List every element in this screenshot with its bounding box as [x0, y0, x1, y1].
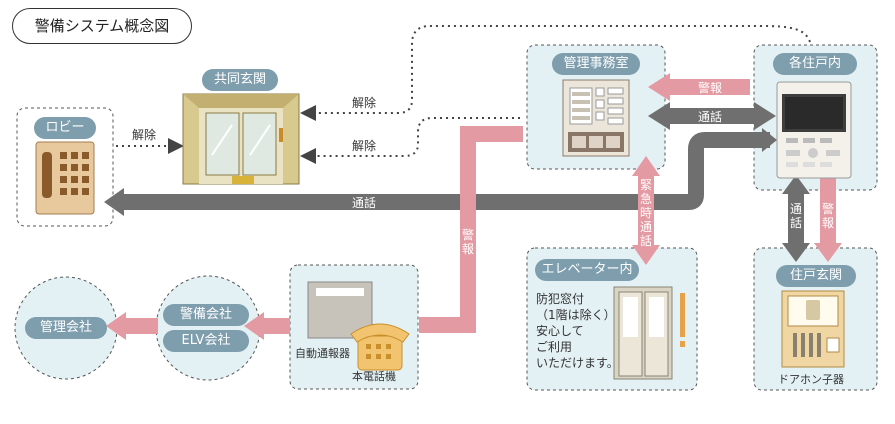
call-office-text: 通話	[698, 110, 723, 124]
unit-monitor-illustration	[776, 81, 852, 179]
release-top-text: 解除	[352, 96, 377, 110]
elevator-note-1: 防犯窓付	[536, 292, 585, 306]
release-bottom-text: 解除	[352, 139, 377, 153]
door-phone-illustration	[781, 290, 845, 368]
diagram-title: 警備システム概念図	[12, 8, 192, 44]
elv-company-label: ELV会社	[163, 330, 249, 352]
elevator-note-3: 安心して	[536, 324, 584, 338]
common-entrance-illustration	[182, 93, 300, 185]
alarm-vertical-text: 警報	[461, 228, 474, 256]
door-phone-text: ドアホン子器	[778, 373, 844, 386]
elevator-notes: 防犯窓付 （1階は除く） 安心して ご利用 いただけます。	[536, 291, 619, 371]
elevator-door-illustration	[613, 286, 685, 380]
call-lobby-text: 通話	[352, 196, 377, 210]
elevator-note-5: いただけます。	[536, 356, 619, 370]
common-entrance-label: 共同玄関	[202, 69, 278, 91]
elevator-note-4: ご利用	[536, 340, 573, 354]
management-office-label: 管理事務室	[552, 53, 640, 75]
unit-entrance-label: 住戸玄関	[776, 265, 856, 287]
emergency-call-text: 緊急時通話	[639, 178, 652, 248]
alarm-office-text: 警報	[698, 81, 723, 95]
call-door-text: 通話	[789, 202, 802, 230]
release-lobby-text: 解除	[132, 128, 157, 142]
security-company-label: 警備会社	[163, 304, 249, 326]
release-top-line	[300, 25, 811, 121]
alarm-door-text: 警報	[821, 202, 834, 230]
lobby-intercom-illustration	[35, 141, 95, 215]
elevator-label: エレベーター内	[535, 259, 639, 281]
main-phone-illustration	[350, 323, 410, 371]
main-phone-text: 本電話機	[352, 370, 396, 383]
elevator-note-2: （1階は除く）	[536, 308, 616, 322]
security-company-circle	[155, 275, 261, 381]
management-company-label: 管理会社	[25, 317, 107, 339]
call-lobby-arrow	[122, 132, 770, 210]
office-console-illustration	[562, 79, 630, 157]
lobby-label: ロビー	[34, 117, 96, 139]
each-unit-label: 各住戸内	[773, 53, 857, 75]
auto-dialer-text: 自動通報器	[295, 347, 350, 360]
